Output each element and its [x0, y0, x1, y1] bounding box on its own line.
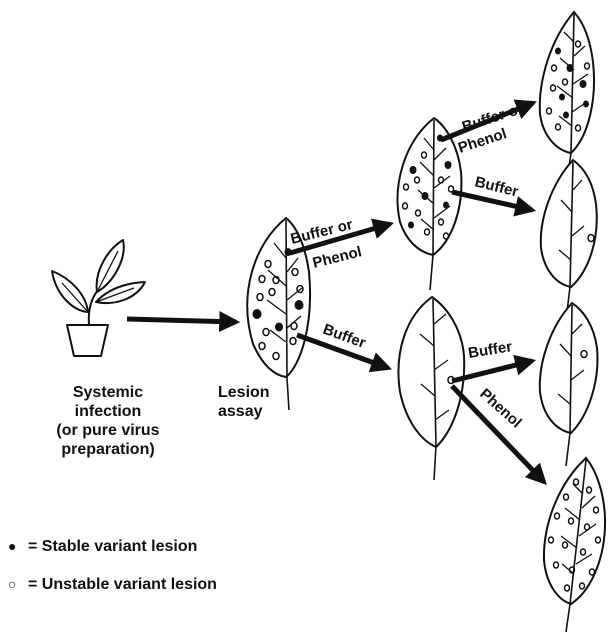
lesion-line-2: assay [218, 403, 270, 422]
leaf-right-upper [541, 160, 597, 320]
legend-unstable-text: = Unstable variant lesion [28, 576, 217, 593]
arrow-label-l1-top-2: Phenol [311, 243, 364, 272]
plant-in-pot [52, 240, 145, 356]
legend-stable: ●= Stable variant lesion [8, 538, 197, 557]
systemic-line-2: infection [28, 403, 188, 422]
arrow-label-l3-right: Buffer [467, 338, 513, 362]
leaf-upper-middle [398, 118, 462, 290]
leaf-lesion-assay [247, 218, 310, 410]
arrow-l2-to-l5 [452, 192, 532, 210]
leaf-top-right [540, 12, 594, 180]
legend-unstable: ○= Unstable variant lesion [8, 576, 217, 595]
pot [67, 325, 108, 356]
arrow-plant-to-assay [127, 319, 236, 322]
leaf-bottom-right [544, 458, 605, 632]
systemic-line-1: Systemic [28, 384, 188, 403]
systemic-infection-label: Systemic infection (or pure virus prepar… [28, 384, 188, 460]
lesion-line-1: Lesion [218, 384, 270, 403]
legend-stable-symbol: ● [8, 538, 28, 555]
lesion-assay-label: Lesion assay [218, 384, 270, 422]
plant-stem [89, 290, 98, 325]
systemic-line-3: (or pure virus [28, 422, 188, 441]
legend-unstable-symbol: ○ [8, 576, 28, 593]
legend-stable-text: = Stable variant lesion [28, 538, 197, 555]
arrow-label-l3-down: Phenol [476, 385, 525, 431]
systemic-line-4: preparation) [28, 441, 188, 460]
leaf-right-lower [540, 303, 598, 466]
